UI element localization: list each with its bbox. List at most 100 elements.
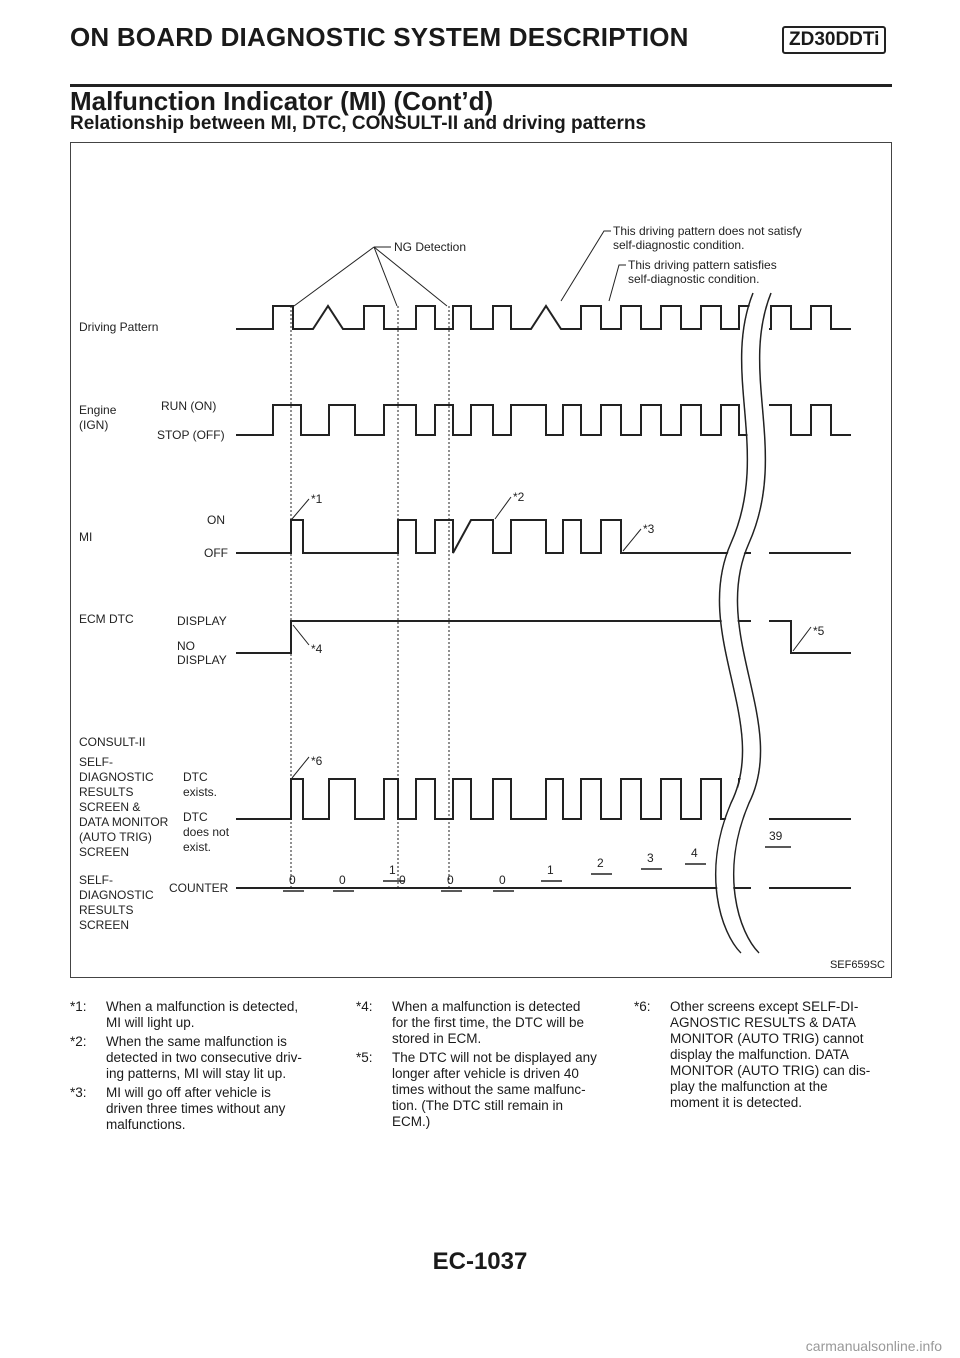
footnote-text-line: longer after vehicle is driven 40	[392, 1066, 579, 1081]
counter-value: 2	[597, 856, 604, 870]
marker-4: *4	[311, 642, 323, 656]
footnote-text-line: detected in two consecutive driv-	[106, 1050, 302, 1065]
footnote-text-line: MI will go off after vehicle is	[106, 1085, 271, 1100]
section-title: Relationship between MI, DTC, CONSULT-II…	[70, 113, 647, 134]
notes-col-3: *6:Other screens except SELF-DI-AGNOSTIC…	[634, 999, 894, 1114]
figure-id: SEF659SC	[829, 959, 885, 971]
footnote-text-line: driven three times without any	[106, 1101, 286, 1116]
ecm-no-display-label-2: DISPLAY	[177, 653, 227, 667]
sdr-label-line-3: SCREEN &	[79, 800, 140, 814]
ng-callout-arrow-2	[373, 246, 398, 307]
counter-value: 0	[289, 873, 296, 887]
dtc-exists-label-2: exists.	[183, 785, 217, 799]
driving-pattern-label: Driving Pattern	[79, 320, 158, 334]
footnote-text-line: MONITOR (AUTO TRIG) cannot	[670, 1031, 864, 1046]
mi-off-label: OFF	[204, 546, 228, 560]
satisfy-label-1: This driving pattern satisfies	[628, 258, 777, 272]
counter-value: 0	[499, 873, 506, 887]
marker-1: *1	[311, 492, 323, 506]
notes-col-1: *1:When a malfunction is detected,MI wil…	[70, 999, 320, 1136]
footnote-text-line: play the malfunction at the	[670, 1079, 828, 1094]
ecm-dtc-label: ECM DTC	[79, 612, 134, 626]
consult-dtc-wave	[236, 778, 751, 820]
consult-label: CONSULT-II	[79, 735, 145, 749]
m4-leader	[292, 624, 310, 646]
engine-stop-label: STOP (OFF)	[157, 428, 225, 442]
dtc-not-label-2: does not	[183, 825, 230, 839]
mi-label: MI	[79, 530, 92, 544]
counter-value: 0	[399, 873, 406, 887]
driving-pattern-wave-after	[769, 305, 851, 330]
engine-ign-wave-after	[769, 404, 851, 436]
footnote-text-line: display the malfunction. DATA	[670, 1047, 849, 1062]
footnote-text-line: When a malfunction is detected,	[106, 999, 299, 1014]
watermark: carmanualsonline.info	[805, 1338, 942, 1354]
page-header-title: ON BOARD DIAGNOSTIC SYSTEM DESCRIPTION	[70, 22, 689, 52]
sdr-label-line-1: DIAGNOSTIC	[79, 770, 154, 784]
counter-screen-label-line-1: DIAGNOSTIC	[79, 888, 154, 902]
sdr-label-line-5: (AUTO TRIG)	[79, 830, 152, 844]
sdr-label-line-2: RESULTS	[79, 785, 133, 799]
counter-value: 0	[339, 873, 346, 887]
engine-label-ign: (IGN)	[79, 418, 108, 432]
engine-badge: ZD30DDTi	[782, 26, 887, 54]
mi-wave	[236, 519, 751, 554]
counter-label: COUNTER	[169, 881, 229, 895]
satisfy-callout	[608, 264, 626, 302]
driving-pattern-wave	[236, 304, 751, 330]
ecm-no-display-label-1: NO	[177, 639, 195, 653]
satisfy-label-2: self-diagnostic condition.	[628, 272, 759, 286]
dtc-not-label-1: DTC	[183, 810, 208, 824]
footnote-key: *3:	[70, 1085, 87, 1100]
marker-2: *2	[513, 490, 525, 504]
counter-value: 1	[389, 863, 396, 877]
footnote-key: *1:	[70, 999, 87, 1014]
m1-leader	[291, 498, 310, 520]
counter-value: 0	[447, 873, 454, 887]
header-rule	[70, 84, 892, 87]
page-subtitle: Malfunction Indicator (MI) (Cont’d)	[70, 86, 494, 116]
footnote: *6:Other screens except SELF-DI-AGNOSTIC…	[634, 999, 894, 1111]
footnote-key: *5:	[356, 1050, 373, 1065]
m2-leader	[494, 496, 512, 520]
footnote: *1: When a malfunction is detected,MI wil…	[70, 999, 320, 1031]
not-satisfy-label-2: self-diagnostic condition.	[613, 238, 744, 252]
sdr-label-line-4: DATA MONITOR	[79, 815, 169, 829]
engine-label: Engine	[79, 403, 117, 417]
m3-leader	[622, 528, 642, 552]
footnote-key: *4:	[356, 999, 373, 1014]
engine-run-label: RUN (ON)	[161, 399, 216, 413]
footnote-text-line: AGNOSTIC RESULTS & DATA	[670, 1015, 857, 1030]
ecm-dtc-wave-after	[769, 620, 851, 654]
break-line-right	[732, 292, 772, 954]
footnote-text-line: MONITOR (AUTO TRIG) can dis-	[670, 1063, 871, 1078]
m5-leader	[792, 626, 812, 652]
footnote-text-line: When a malfunction is detected	[392, 999, 581, 1014]
not-satisfy-callout	[560, 230, 611, 302]
timing-diagram: NG Detection This driving pattern does n…	[70, 142, 892, 978]
footnote-key: *6:	[634, 999, 651, 1014]
mi-on-label: ON	[207, 513, 225, 527]
footnote-text-line: tion. (The DTC still remain in	[392, 1098, 564, 1113]
footnote-text-line: times without the same malfunc-	[392, 1082, 586, 1097]
footnote-text-line: for the first time, the DTC will be	[392, 1015, 585, 1030]
marker-3: *3	[643, 522, 655, 536]
not-satisfy-label-1: This driving pattern does not satisfy	[613, 224, 802, 238]
m6-leader	[291, 756, 310, 779]
ecm-display-label: DISPLAY	[177, 614, 227, 628]
footnote-text-line: ECM.)	[392, 1114, 431, 1129]
ng-detection-label: NG Detection	[394, 240, 466, 254]
footnote-text-line: moment it is detected.	[670, 1095, 803, 1110]
sdr-label-line-6: SCREEN	[79, 845, 129, 859]
marker-6: *6	[311, 754, 323, 768]
ng-callout-arrow-1	[293, 246, 375, 307]
counter-value: 1	[547, 863, 554, 877]
footnote-text-line: MI will light up.	[106, 1015, 195, 1030]
counter-screen-label-line-0: SELF-	[79, 873, 113, 887]
dtc-exists-label-1: DTC	[183, 770, 208, 784]
